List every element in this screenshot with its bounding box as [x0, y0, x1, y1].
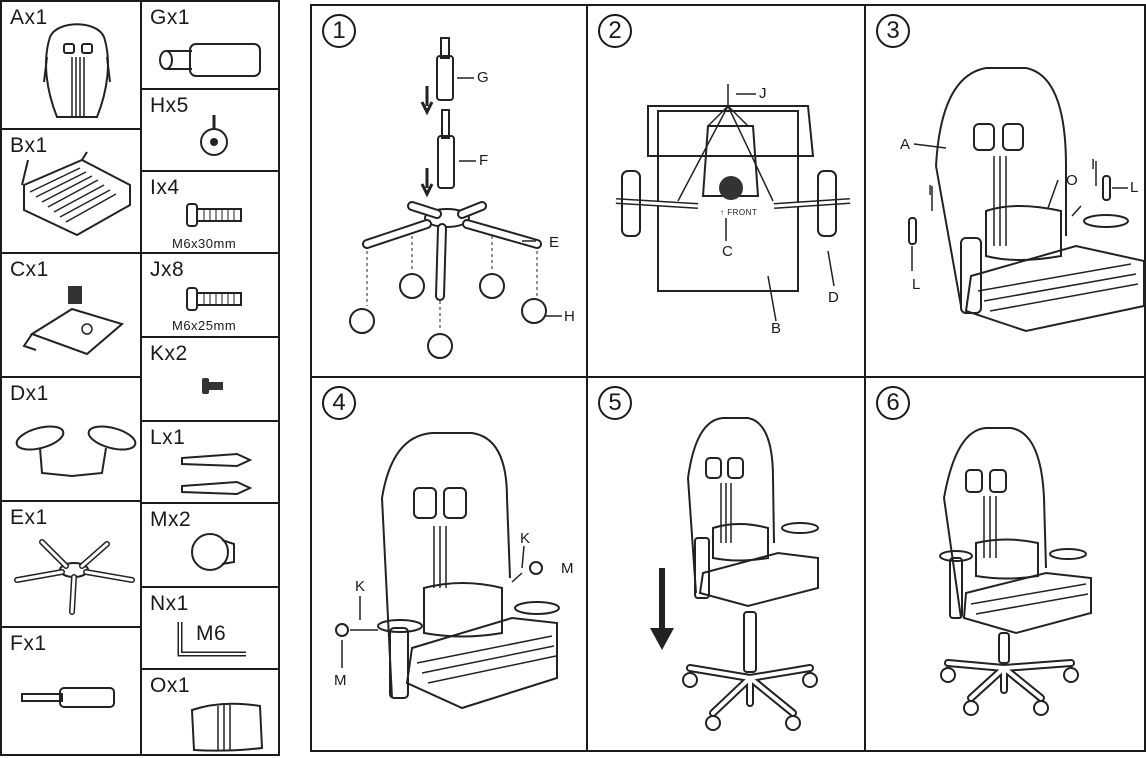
part-cell-c: Cx1 [0, 252, 142, 378]
hex-key-size: M6 [196, 622, 227, 645]
part-cell-j: Jx8 M6x25mm [140, 252, 280, 338]
part-size-i: M6x30mm [172, 236, 237, 251]
part-cell-m: Mx2 [140, 502, 280, 588]
front-marker: ↑ FRONT [720, 208, 758, 217]
step-panel-5: 5 [586, 376, 866, 752]
cap-illustration [191, 533, 235, 571]
part-label-g: Gx1 [150, 6, 191, 29]
part-cell-e: Ex1 [0, 500, 142, 628]
callout-e: E [549, 234, 560, 251]
callout-d: D [828, 289, 839, 306]
callout-a: A [900, 136, 911, 153]
side-cover-illustration [181, 452, 253, 496]
hex-key-illustration [177, 622, 246, 657]
part-cell-l: Lx1 [140, 420, 280, 504]
callout-g: G [477, 69, 489, 86]
part-label-n: Nx1 [150, 592, 189, 615]
step-panel-3: 3 A O I L I L [864, 4, 1146, 378]
part-cell-d: Dx1 [0, 376, 142, 502]
part-label-f: Fx1 [10, 632, 47, 655]
callout-m-left: M [334, 672, 347, 689]
tube-illustration [159, 43, 261, 77]
step-number-3: 3 [876, 14, 910, 48]
part-label-j: Jx8 [150, 258, 185, 281]
part-cell-h: Hx5 [140, 88, 280, 172]
part-label-i: Ix4 [150, 176, 180, 199]
part-label-o: Ox1 [150, 674, 191, 697]
part-label-c: Cx1 [10, 258, 49, 281]
step-panel-2: 2 J C D B ↑ FRONT [586, 4, 866, 378]
callout-m-right: M [561, 560, 574, 577]
callout-l-right: L [1130, 179, 1139, 196]
bolt-30-illustration [186, 203, 242, 227]
screw-illustration [202, 378, 223, 394]
part-label-k: Kx2 [150, 342, 188, 365]
step-panel-6: 6 [864, 376, 1146, 752]
part-label-l: Lx1 [150, 426, 186, 449]
seat-back-illustration [43, 23, 111, 118]
part-cell-n: Nx1 M6 [140, 586, 280, 670]
part-cell-b: Bx1 [0, 128, 142, 254]
callout-k-left: K [355, 578, 366, 595]
step-3-illustration [908, 67, 1145, 333]
part-label-a: Ax1 [10, 6, 48, 29]
part-cell-o: Ox1 [140, 668, 280, 756]
step-number-4: 4 [322, 386, 356, 420]
base-illustration [14, 539, 135, 615]
step-2-illustration [615, 84, 851, 322]
part-label-d: Dx1 [10, 382, 49, 405]
bolt-25-illustration [186, 287, 242, 311]
step-number-1: 1 [322, 14, 356, 48]
part-label-e: Ex1 [10, 506, 48, 529]
part-cell-k: Kx2 [140, 336, 280, 422]
callout-i-left: I [928, 182, 933, 199]
lumbar-pillow-illustration [190, 702, 264, 752]
callout-k-right: K [520, 530, 531, 547]
callout-h: H [564, 308, 575, 325]
part-cell-a: Ax1 [0, 0, 142, 130]
callout-l-left: L [912, 276, 921, 293]
part-size-j: M6x25mm [172, 318, 237, 333]
step-4-illustration [335, 432, 560, 710]
step-6-illustration [939, 427, 1092, 716]
step-number-5: 5 [598, 386, 632, 420]
callout-c: C [722, 243, 733, 260]
part-label-m: Mx2 [150, 508, 192, 531]
callout-j: J [759, 85, 767, 102]
step-1-illustration [349, 37, 562, 359]
callout-i-right: I [1091, 156, 1096, 173]
part-cell-f: Fx1 [0, 626, 142, 756]
step-5-illustration [650, 417, 819, 731]
step-panel-1: 1 G F E H [310, 4, 588, 378]
step-number-6: 6 [876, 386, 910, 420]
callout-b: B [771, 320, 782, 337]
part-label-b: Bx1 [10, 134, 48, 157]
mechanism-illustration [22, 286, 125, 356]
armrests-illustration [15, 425, 137, 478]
callout-f: F [479, 152, 489, 169]
gas-lift-illustration [21, 687, 115, 708]
seat-cushion-illustration [21, 151, 131, 237]
caster-illustration [200, 115, 228, 156]
step-panel-4: 4 K M K M [310, 376, 588, 752]
part-label-h: Hx5 [150, 94, 189, 117]
callout-o: O [1066, 172, 1078, 189]
part-cell-g: Gx1 [140, 0, 280, 90]
part-cell-i: Ix4 M6x30mm [140, 170, 280, 254]
step-number-2: 2 [598, 14, 632, 48]
